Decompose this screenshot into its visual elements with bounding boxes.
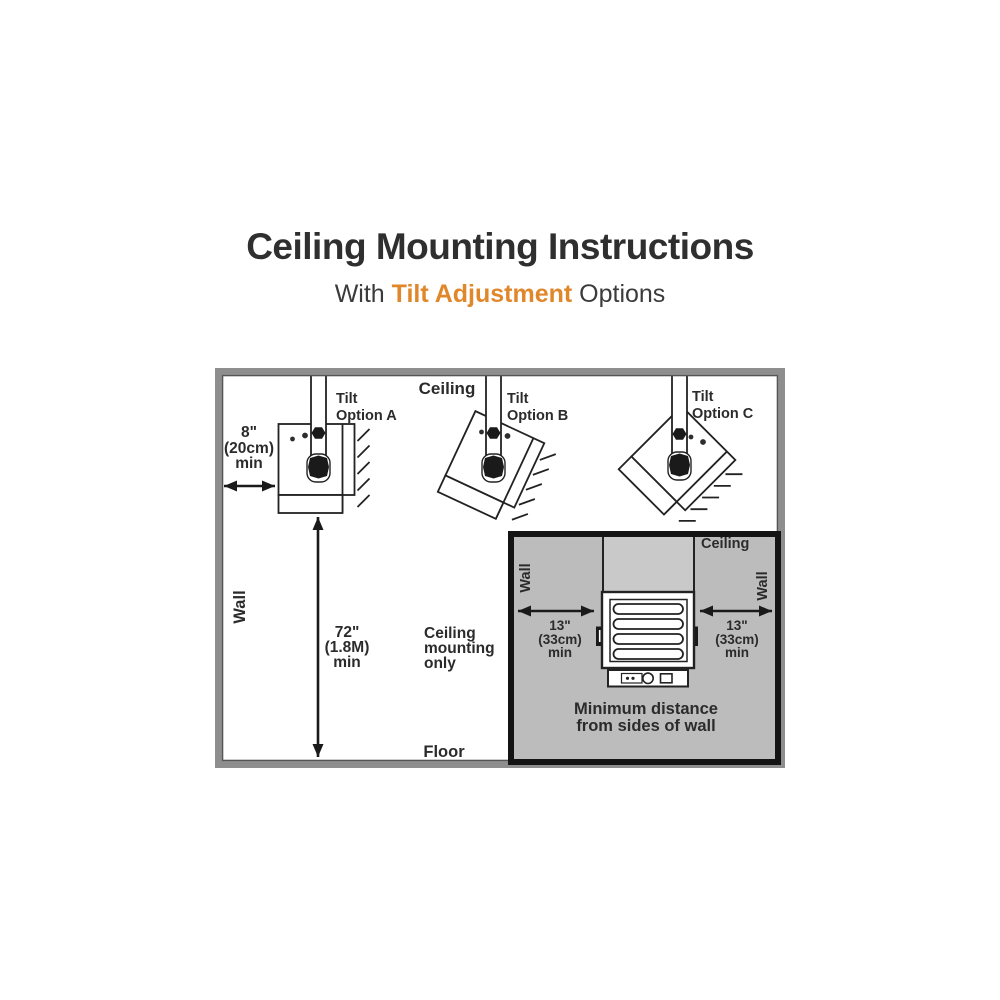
subtitle-highlight: Tilt Adjustment [391, 280, 573, 308]
svg-text:min: min [725, 645, 749, 660]
control-panel [607, 669, 689, 688]
svg-text:Minimum distance: Minimum distance [574, 700, 718, 718]
svg-text:13": 13" [726, 618, 747, 633]
adjustment-hole [504, 433, 511, 439]
heater-body [277, 423, 371, 514]
floor-clearance-dimension: 72" (1.8M) min [312, 517, 370, 757]
svg-text:Tilt: Tilt [507, 391, 529, 407]
subtitle-prefix: With [334, 280, 392, 308]
airflow-hatch-marks [511, 453, 557, 521]
inset-wall-right-label: Wall [755, 571, 771, 600]
room-wall-label: Wall [231, 590, 249, 623]
tilt-option-b-label: Tilt Option B [507, 391, 568, 424]
svg-text:(33cm): (33cm) [538, 632, 582, 647]
pivot-bolt [308, 455, 329, 479]
svg-text:Tilt: Tilt [336, 391, 358, 407]
svg-text:Ceiling: Ceiling [424, 625, 476, 642]
mounting-note: Ceiling mounting only [424, 625, 495, 672]
wall-clearance-dimension: 8" (20cm) min [224, 424, 275, 492]
room-border [215, 368, 785, 768]
pivot-bolt [483, 455, 504, 479]
svg-text:min: min [235, 455, 263, 472]
adjustment-hole [302, 432, 308, 439]
svg-text:Tilt: Tilt [692, 389, 714, 405]
room-ceiling-label: Ceiling [419, 379, 476, 398]
subtitle-suffix: Options [572, 280, 666, 308]
svg-text:Option C: Option C [692, 406, 754, 422]
svg-text:8": 8" [241, 424, 257, 441]
svg-text:min: min [548, 645, 572, 660]
svg-text:13": 13" [549, 618, 570, 633]
adjustment-hole [688, 434, 694, 440]
inset-diagram: Ceiling Wall Wall [508, 531, 781, 765]
svg-text:(1.8M): (1.8M) [325, 639, 370, 656]
adjustment-hole [479, 429, 484, 435]
svg-text:Option B: Option B [507, 408, 568, 424]
svg-text:mounting: mounting [424, 640, 495, 657]
heater-unit-option-c [617, 374, 743, 522]
heater-unit-option-b [436, 374, 557, 521]
louvers [612, 603, 684, 660]
inset-border [508, 531, 781, 765]
svg-text:(20cm): (20cm) [224, 440, 274, 457]
power-switch [659, 672, 673, 684]
svg-text:(33cm): (33cm) [715, 632, 759, 647]
inset-right-clearance: 13" (33cm) min [700, 605, 772, 660]
tilt-option-a-label: Tilt Option A [336, 391, 397, 424]
room-floor-label: Floor [423, 743, 465, 761]
inset-left-clearance: 13" (33cm) min [518, 605, 594, 660]
svg-text:72": 72" [335, 624, 360, 641]
thermostat-knob [641, 672, 654, 685]
svg-text:Option A: Option A [336, 408, 397, 424]
hex-nut [672, 428, 687, 440]
inset-wall-left-label: Wall [518, 563, 534, 592]
inset-ceiling-label: Ceiling [701, 536, 749, 552]
hex-nut [486, 427, 501, 439]
svg-text:only: only [424, 655, 456, 672]
hex-nut [311, 427, 326, 439]
ceiling-duct [602, 534, 695, 593]
adjustment-hole [290, 436, 295, 442]
page-subtitle: With Tilt Adjustment Options [0, 280, 1000, 309]
tilt-option-c-label: Tilt Option C [692, 389, 754, 422]
heater-unit-option-a [277, 374, 371, 514]
svg-text:from sides of wall: from sides of wall [576, 717, 715, 735]
airflow-hatch-marks [356, 428, 371, 508]
page-title: Ceiling Mounting Instructions [246, 226, 754, 267]
heater-front-view [596, 590, 698, 688]
airflow-hatch-marks [678, 473, 743, 522]
svg-text:min: min [333, 654, 361, 671]
pivot-bolt [669, 453, 690, 477]
inset-caption: Minimum distance from sides of wall [574, 700, 718, 735]
adjustment-hole [700, 439, 706, 445]
